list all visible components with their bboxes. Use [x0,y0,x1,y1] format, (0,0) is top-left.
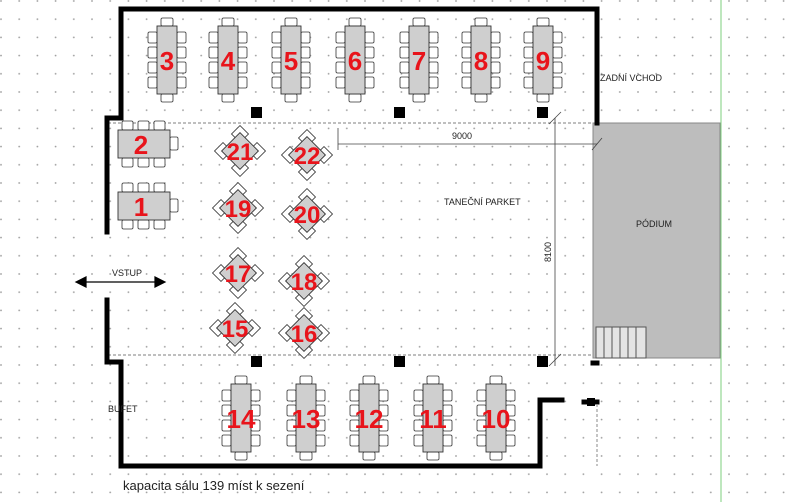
stage-stairs [595,326,647,359]
table-number: 4 [221,46,236,76]
table-7: 7 [399,17,439,103]
table-number: 1 [134,192,148,222]
table-number: 7 [412,46,426,76]
width-dimension [337,128,603,151]
table-number: 14 [227,404,256,434]
table-21: 21 [213,124,267,178]
entrance-arrow [74,276,167,288]
table-10: 10 [476,375,516,461]
table-number: 8 [474,46,488,76]
columns [251,107,595,406]
table-number: 15 [222,316,249,343]
table-13: 13 [286,375,326,461]
table-3: 3 [147,17,187,103]
table-1: 1 [117,182,179,230]
table-number: 3 [160,46,174,76]
table-number: 22 [294,143,321,170]
table-number: 2 [134,130,148,160]
table-16: 16 [277,306,331,360]
table-9: 9 [523,17,563,103]
table-15: 15 [208,301,262,355]
table-20: 20 [280,187,334,241]
table-4: 4 [208,17,248,103]
walls [104,6,600,469]
table-number: 5 [284,46,298,76]
square-tables: 21 22 19 20 17 18 15 16 [208,124,334,360]
table-5: 5 [271,17,311,103]
table-2: 2 [117,120,179,168]
stage: PÓDIUM [592,122,721,359]
table-number: 9 [536,46,550,76]
back-entrance-label: ZADNÍ VCHOD [600,73,663,83]
table-number: 16 [291,321,318,348]
table-number: 10 [482,404,511,434]
table-number: 13 [292,404,321,434]
table-8: 8 [461,17,501,103]
top-tables: 3 4 5 6 7 8 9 [147,17,563,103]
table-number: 11 [419,404,447,434]
bottom-tables: 14 13 12 11 10 [221,375,516,461]
entrance-label: VSTUP [112,268,142,278]
height-dimension [548,111,562,367]
table-22: 22 [280,128,334,182]
table-19: 19 [211,181,265,235]
table-number: 20 [294,202,321,229]
table-18: 18 [277,254,331,308]
width-dimension-label: 9000 [452,131,472,141]
table-6: 6 [335,17,375,103]
table-number: 19 [225,196,252,223]
table-12: 12 [349,375,389,461]
buffet-label: BUFET [108,404,138,414]
stage-label: PÓDIUM [636,219,672,229]
height-dimension-label: 8100 [543,242,553,262]
table-number: 17 [225,261,252,288]
table-number: 21 [227,139,254,166]
dance-floor-boundary [108,122,593,356]
table-number: 6 [348,46,362,76]
table-number: 12 [355,404,384,434]
table-17: 17 [211,246,265,300]
table-number: 18 [291,269,318,296]
capacity-caption: kapacita sálu 139 míst k sezení [123,478,305,493]
table-14: 14 [221,375,261,461]
table-11: 11 [413,375,453,461]
left-tables: 21 [117,120,179,230]
dance-floor-label: TANEČNÍ PARKET [444,197,521,207]
